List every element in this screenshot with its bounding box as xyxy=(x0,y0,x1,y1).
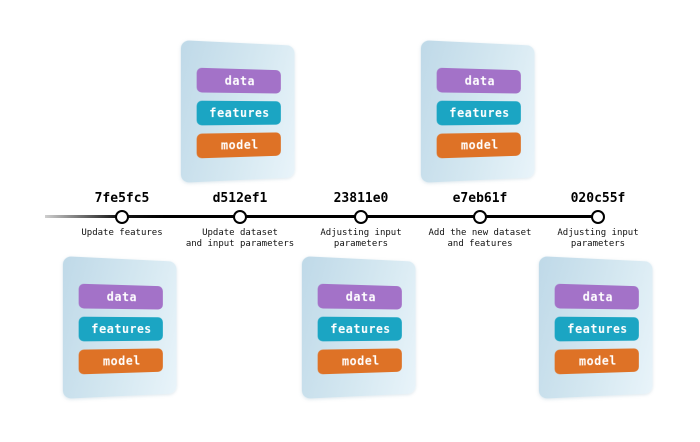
commit-hash: 7fe5fc5 xyxy=(94,191,150,206)
model-pill: model xyxy=(554,348,639,375)
model-pill: model xyxy=(78,348,163,375)
data-pill: data xyxy=(78,283,163,310)
commit-dot-icon xyxy=(233,210,247,224)
commit-description: Update features xyxy=(81,228,163,238)
commit-hash: d512ef1 xyxy=(212,191,268,206)
model-pill: model xyxy=(317,348,402,375)
commit-hash: e7eb61f xyxy=(452,191,508,206)
features-pill: features xyxy=(317,316,402,342)
data-pill: data xyxy=(436,67,521,94)
pipeline-card: data features model xyxy=(180,40,295,183)
data-pill: data xyxy=(196,67,281,94)
commit-description: Update dataset and input parameters xyxy=(185,228,295,249)
commit-dot-icon xyxy=(115,210,129,224)
pipeline-card: data features model xyxy=(420,40,535,183)
data-pill: data xyxy=(554,283,639,310)
commit-hash: 23811e0 xyxy=(333,191,389,206)
commit-dot-icon xyxy=(354,210,368,224)
commit-description: Adjusting input parameters xyxy=(320,228,402,249)
data-pill: data xyxy=(317,283,402,310)
features-pill: features xyxy=(78,316,163,342)
pipeline-card: data features model xyxy=(62,256,177,399)
commit-hash: 020c55f xyxy=(570,191,626,206)
commit-dot-icon xyxy=(591,210,605,224)
pipeline-card: data features model xyxy=(301,256,416,399)
commit-description: Adjusting input parameters xyxy=(557,228,639,249)
features-pill: features xyxy=(436,100,521,126)
model-pill: model xyxy=(436,132,521,159)
features-pill: features xyxy=(196,100,281,126)
commit-dot-icon xyxy=(473,210,487,224)
commit-description: Add the new dataset and features xyxy=(428,228,532,249)
features-pill: features xyxy=(554,316,639,342)
model-pill: model xyxy=(196,132,281,159)
pipeline-card: data features model xyxy=(538,256,653,399)
timeline-line xyxy=(45,215,598,218)
